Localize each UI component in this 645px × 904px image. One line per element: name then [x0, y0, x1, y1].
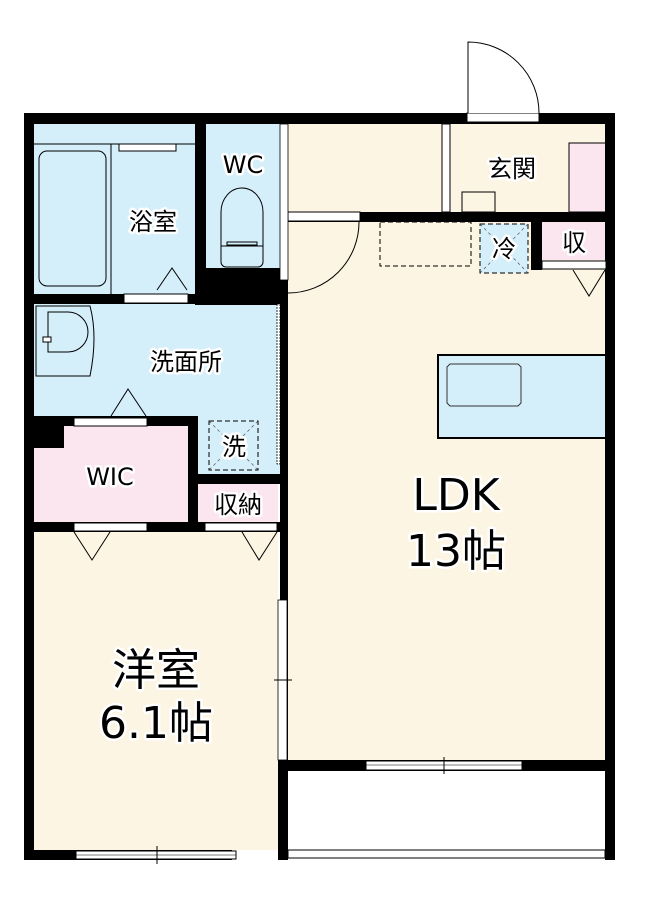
western-room-area: [34, 532, 278, 850]
kitchen-cabinet-outline: [379, 221, 472, 267]
washroom-label: 洗面所: [150, 348, 222, 376]
shoe-cabinet: [568, 142, 607, 213]
fridge-label: 冷: [492, 235, 516, 263]
wic-label: WIC: [86, 463, 134, 491]
closet-area: [198, 484, 278, 522]
ldk-area: [288, 220, 606, 760]
entry-door-swing: [467, 41, 540, 114]
washer-space: [208, 420, 259, 471]
bathroom-label: 浴室: [129, 208, 177, 236]
bathtub-icon: [38, 150, 107, 287]
western-room-size: 6.1帖: [99, 698, 213, 749]
fridge-space: [479, 223, 529, 274]
toilet-label: WC: [223, 151, 264, 179]
storage-small-area: [542, 220, 606, 260]
ldk-size: 13帖: [406, 526, 506, 577]
ldk-door-swing: [287, 220, 360, 294]
entrance-label: 玄関: [488, 155, 536, 183]
toilet-icon: [220, 187, 264, 268]
kitchen-sink: [446, 363, 522, 407]
washer-label: 洗: [222, 433, 246, 461]
ldk-label: LDK: [412, 470, 500, 521]
closet-label: 収納: [214, 491, 262, 519]
western-room-label: 洋室: [112, 645, 200, 696]
storage-small-label: 収: [562, 229, 586, 257]
